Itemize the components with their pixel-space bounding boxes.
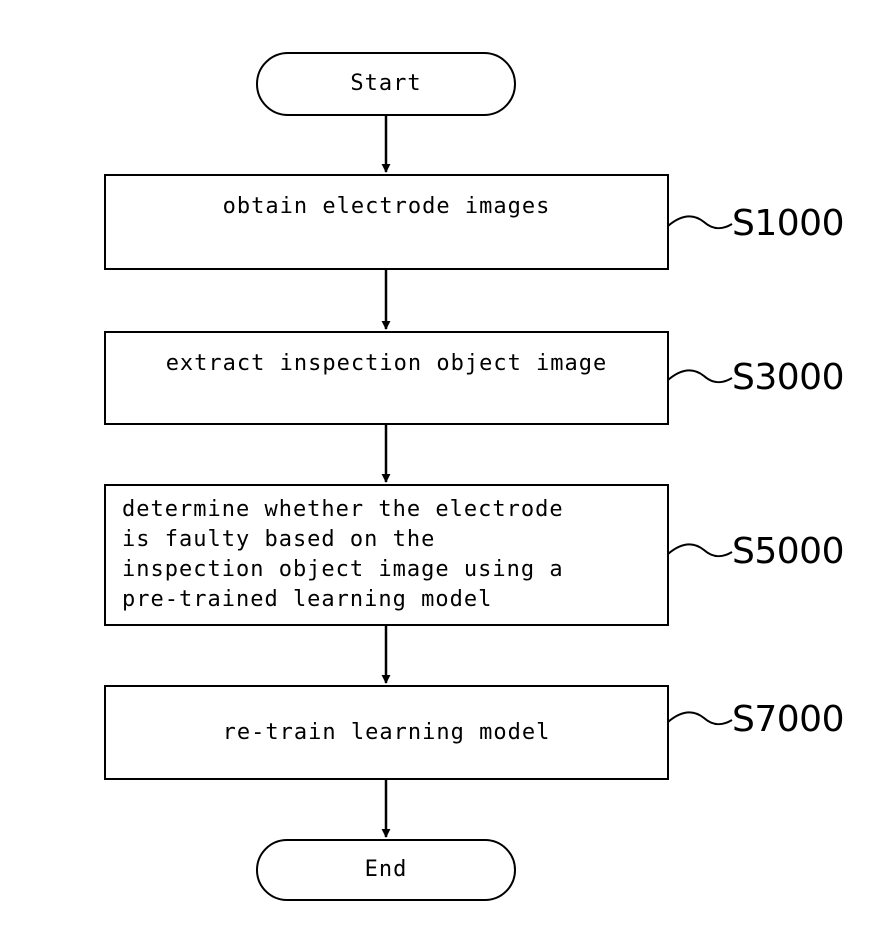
leader-line-s3000 [668, 370, 732, 382]
process-box-s1000: obtain electrode images [104, 174, 669, 270]
step-label-s7000: S7000 [732, 700, 844, 740]
step-label-s5000: S5000 [732, 532, 844, 572]
end-terminal: End [256, 839, 516, 901]
process-box-s7000: re-train learning model [104, 685, 669, 780]
process-box-s5000: determine whether the electrode is fault… [104, 484, 669, 626]
process-box-s3000: extract inspection object image [104, 331, 669, 425]
start-terminal: Start [256, 52, 516, 116]
leader-line-s7000 [668, 712, 732, 724]
leader-line-s5000 [668, 544, 732, 556]
leader-line-s1000 [668, 216, 732, 228]
step-label-s1000: S1000 [732, 204, 844, 244]
step-label-s3000: S3000 [732, 358, 844, 398]
